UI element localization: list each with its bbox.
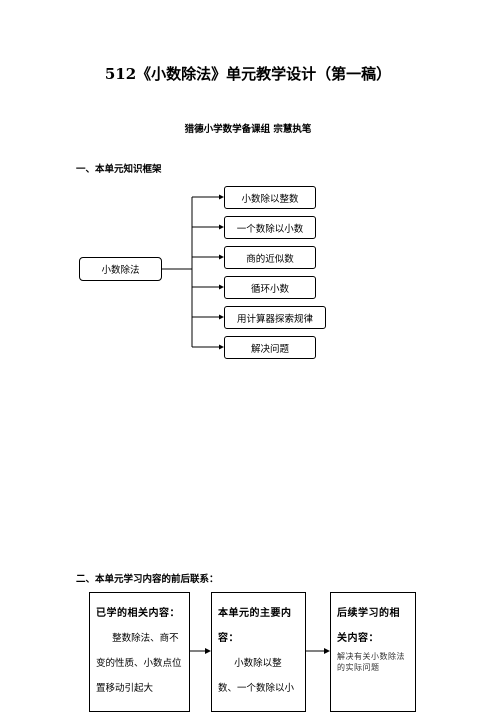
current-content-title: 本单元的主要内容：	[218, 608, 292, 644]
framework-node-4: 循环小数	[224, 276, 316, 299]
author-line: 猎德小学数学备课组 宗慧执笔	[184, 124, 312, 135]
framework-node-2: 一个数除以小数	[224, 216, 316, 239]
framework-root-node: 小数除法	[79, 257, 162, 281]
framework-node-5: 用计算器探索规律	[224, 306, 326, 329]
framework-node-1: 小数除以整数	[224, 186, 316, 209]
current-content-body: 小数除以整数、一个数除以小	[218, 658, 295, 694]
section-heading-connections: 二、本单元学习内容的前后联系：	[76, 574, 219, 585]
framework-node-6: 解决问题	[224, 336, 316, 359]
prior-content-body: 整数除法、商不变的性质、小数点位置移动引起大	[96, 633, 182, 694]
next-content-title: 后续学习的相关内容：	[337, 608, 400, 644]
prior-content-title: 已学的相关内容：	[96, 608, 180, 619]
next-content-panel: 后续学习的相关内容： 解决有关小数除法的实际问题	[330, 592, 416, 712]
prior-content-panel: 已学的相关内容： 整数除法、商不变的性质、小数点位置移动引起大	[89, 592, 190, 712]
current-content-panel: 本单元的主要内容： 小数除以整数、一个数除以小	[211, 592, 306, 712]
document-title: 512《小数除法》单元教学设计（第一稿）	[104, 65, 392, 83]
section-heading-framework: 一、本单元知识框架	[76, 164, 162, 175]
next-content-body: 解决有关小数除法的实际问题	[337, 652, 405, 672]
framework-node-3: 商的近似数	[224, 246, 316, 269]
